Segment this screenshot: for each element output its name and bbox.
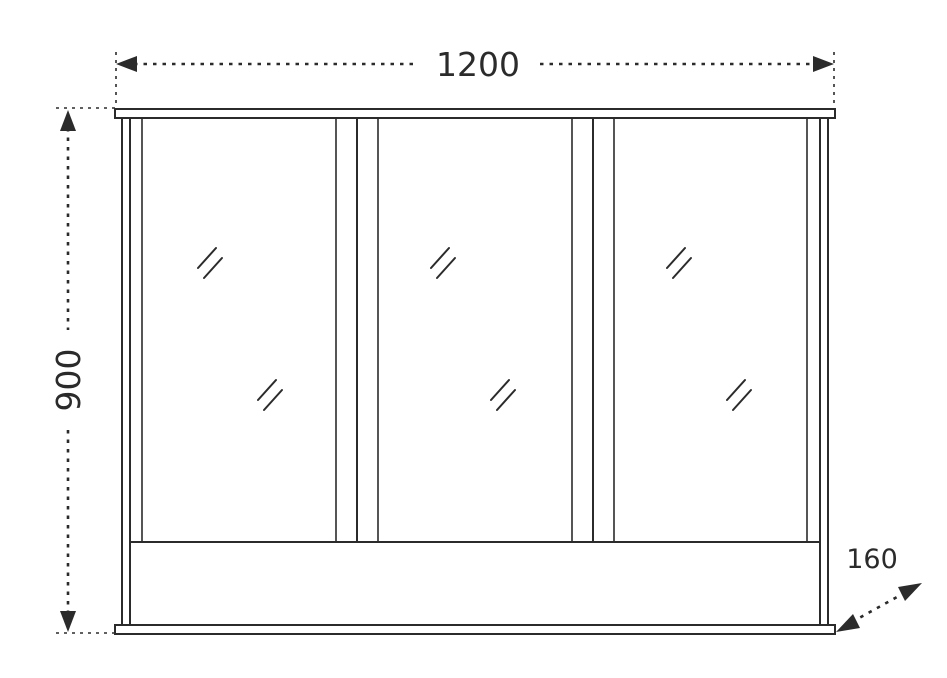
width-dimension: 1200 <box>115 45 835 108</box>
cabinet <box>114 108 836 635</box>
door-middle <box>356 117 594 543</box>
glass-mark <box>490 379 516 411</box>
bottom-board <box>114 624 836 635</box>
width-label: 1200 <box>436 45 520 84</box>
width-arrow-left <box>116 56 137 72</box>
depth-dim-line <box>851 590 907 624</box>
top-board <box>114 108 836 119</box>
open-shelf <box>129 541 821 626</box>
door-right-frame <box>592 117 821 543</box>
door-middle-frame <box>356 117 594 543</box>
height-arrow-top <box>60 110 76 131</box>
door-left-frame <box>129 117 358 543</box>
depth-arrow-bottom <box>836 614 860 632</box>
height-dimension: 900 <box>49 107 116 634</box>
glass-mark <box>197 247 223 279</box>
glass-mark <box>666 247 692 279</box>
glass-mark <box>430 247 456 279</box>
depth-dimension: 160 <box>836 544 922 632</box>
glass-mark <box>726 379 752 411</box>
glass-marks <box>197 247 752 411</box>
door-left <box>129 117 358 543</box>
depth-label: 160 <box>846 544 898 575</box>
left-side-panel <box>121 117 131 626</box>
width-arrow-right <box>813 56 834 72</box>
door-right <box>592 117 821 543</box>
glass-mark <box>257 379 283 411</box>
depth-arrow-top <box>898 583 922 601</box>
height-arrow-bottom <box>60 611 76 632</box>
height-label: 900 <box>49 349 88 412</box>
right-side-panel <box>819 117 829 626</box>
